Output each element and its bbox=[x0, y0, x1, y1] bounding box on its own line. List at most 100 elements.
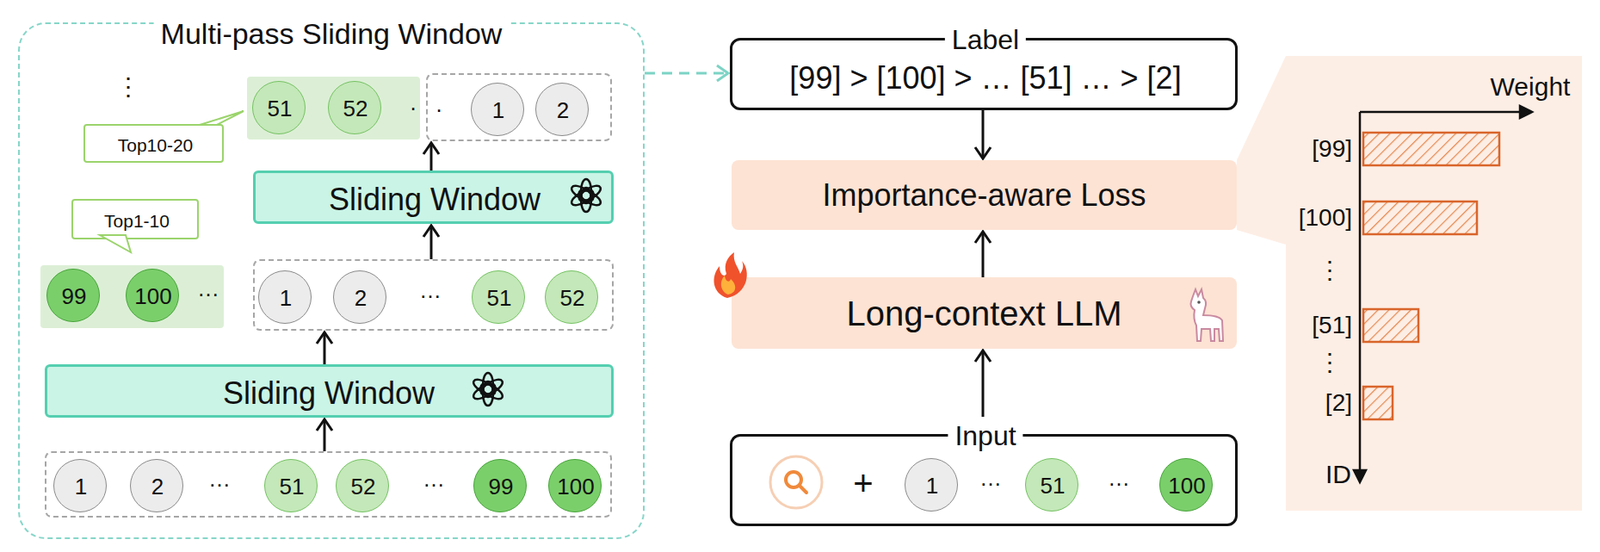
passage-id: 99 bbox=[61, 284, 87, 309]
chart-label: ⋮ bbox=[1317, 257, 1342, 285]
arrow-head bbox=[316, 332, 333, 344]
llama-icon bbox=[1191, 289, 1224, 341]
box-text: Top1-10 bbox=[104, 210, 170, 231]
passage-circle: 52 bbox=[544, 270, 599, 324]
connector-line bbox=[323, 332, 327, 365]
id-axis bbox=[1359, 111, 1362, 472]
passage-circle: 99 bbox=[473, 458, 527, 513]
arrow-head bbox=[975, 147, 991, 159]
passage-id: 51 bbox=[267, 96, 293, 122]
passage-circle: 100 bbox=[1159, 457, 1213, 512]
callout-tail bbox=[199, 111, 244, 125]
openai-logo bbox=[569, 179, 604, 212]
passage-circle: 2 bbox=[333, 270, 387, 324]
weight-bar bbox=[1363, 201, 1477, 235]
connector-arrow bbox=[316, 332, 333, 365]
passage-id: 2 bbox=[556, 98, 569, 124]
ranked-band: ·5152 bbox=[247, 76, 421, 140]
callout-box: Top10-20 bbox=[83, 123, 224, 163]
box-text: Importance-aware Loss bbox=[821, 178, 1146, 213]
passage-id: 2 bbox=[151, 474, 164, 500]
passage-circle: 51 bbox=[264, 458, 318, 513]
weight-axis bbox=[1359, 111, 1522, 114]
passage-circle: 99 bbox=[46, 268, 100, 322]
box-title: Label bbox=[945, 24, 1026, 56]
passage-id: 1 bbox=[279, 285, 292, 311]
box-text: Sliding Window bbox=[222, 376, 435, 411]
passage-circle: 51 bbox=[471, 270, 526, 324]
connector-arrow bbox=[316, 419, 333, 451]
box-text: … bbox=[979, 465, 1002, 491]
connector-arrow bbox=[975, 231, 991, 278]
passage-circle: 100 bbox=[548, 458, 602, 513]
connector-line bbox=[982, 231, 985, 278]
connector-arrow bbox=[644, 65, 729, 81]
chart-label: Weight bbox=[1490, 72, 1571, 101]
connector-arrow bbox=[423, 225, 439, 260]
connector-line bbox=[430, 225, 433, 260]
chart-label: [99] bbox=[1311, 135, 1353, 163]
ranked-band: …99100 bbox=[40, 265, 224, 328]
weight-bar bbox=[1363, 132, 1500, 166]
candidate-row: · 1 2 bbox=[426, 73, 612, 142]
passage-circle: 1 bbox=[258, 270, 312, 324]
arrow-head bbox=[975, 350, 991, 362]
passage-id: 51 bbox=[487, 285, 513, 311]
passage-circle: 52 bbox=[335, 458, 390, 513]
arrow-head bbox=[316, 419, 333, 431]
chart-label: ⋮ bbox=[1317, 349, 1342, 377]
weight-bar bbox=[1363, 308, 1419, 342]
box-text: [99] > [100] > … [51] … > [2] bbox=[789, 61, 1181, 96]
chart-label: [2] bbox=[1325, 389, 1353, 417]
box-text: Top10-20 bbox=[117, 135, 194, 155]
passage-id: 51 bbox=[1040, 473, 1066, 499]
chart-label: [51] bbox=[1311, 312, 1353, 340]
passage-id: 100 bbox=[556, 474, 594, 500]
connector-line bbox=[982, 350, 985, 417]
box-text: + bbox=[852, 463, 873, 502]
passage-circle: 2 bbox=[129, 458, 184, 513]
box-text: … bbox=[419, 277, 442, 303]
callout-box: Top1-10 bbox=[71, 198, 199, 240]
passage-id: 1 bbox=[492, 98, 505, 124]
search-icon bbox=[770, 456, 822, 508]
candidate-row: … … 1 2 51 52 99 100 bbox=[44, 450, 612, 518]
openai-logo bbox=[471, 372, 506, 406]
chart-panel bbox=[1285, 55, 1582, 511]
box-text: … bbox=[208, 466, 231, 492]
passage-circle: 52 bbox=[327, 80, 382, 135]
passage-circle: 1 bbox=[470, 82, 525, 136]
weight-bar bbox=[1363, 386, 1393, 420]
box-text: Sliding Window bbox=[328, 182, 541, 217]
chart-label: [100] bbox=[1298, 204, 1353, 232]
box-text: … bbox=[197, 276, 220, 302]
passage-circle: 51 bbox=[1025, 457, 1079, 512]
arrow-head bbox=[716, 65, 729, 81]
axis-head bbox=[1353, 469, 1366, 482]
weight-bars bbox=[1363, 132, 1500, 420]
box-text: … bbox=[1107, 465, 1131, 491]
box-text: · bbox=[435, 97, 444, 123]
candidate-row: … 1 2 51 52 bbox=[253, 259, 614, 331]
model-box: Long-context LLM bbox=[731, 277, 1237, 349]
arrow-head bbox=[423, 225, 439, 237]
chart-label: ⋮ bbox=[116, 74, 141, 101]
passage-id: 52 bbox=[343, 96, 369, 122]
label-box: Label[99] > [100] > … [51] … > [2] bbox=[729, 37, 1238, 111]
box-text: … bbox=[422, 466, 445, 492]
passage-circle: 2 bbox=[535, 82, 589, 136]
passage-id: 99 bbox=[488, 474, 514, 500]
process-box: Sliding Window bbox=[44, 364, 614, 418]
passage-circle: 1 bbox=[53, 458, 107, 513]
arrow-head bbox=[423, 142, 439, 155]
callout-tail bbox=[99, 234, 131, 253]
passage-circle: 51 bbox=[252, 80, 306, 135]
group-panel: Multi-pass Sliding Window……12515299100Sl… bbox=[18, 22, 645, 539]
passage-id: 52 bbox=[351, 474, 377, 500]
passage-id: 52 bbox=[560, 285, 586, 311]
box-title: Multi-pass Sliding Window bbox=[154, 18, 510, 50]
chart-label: ID bbox=[1325, 459, 1352, 489]
connector-line bbox=[982, 110, 985, 159]
connector-line bbox=[323, 419, 327, 451]
passage-id: 1 bbox=[74, 474, 87, 500]
